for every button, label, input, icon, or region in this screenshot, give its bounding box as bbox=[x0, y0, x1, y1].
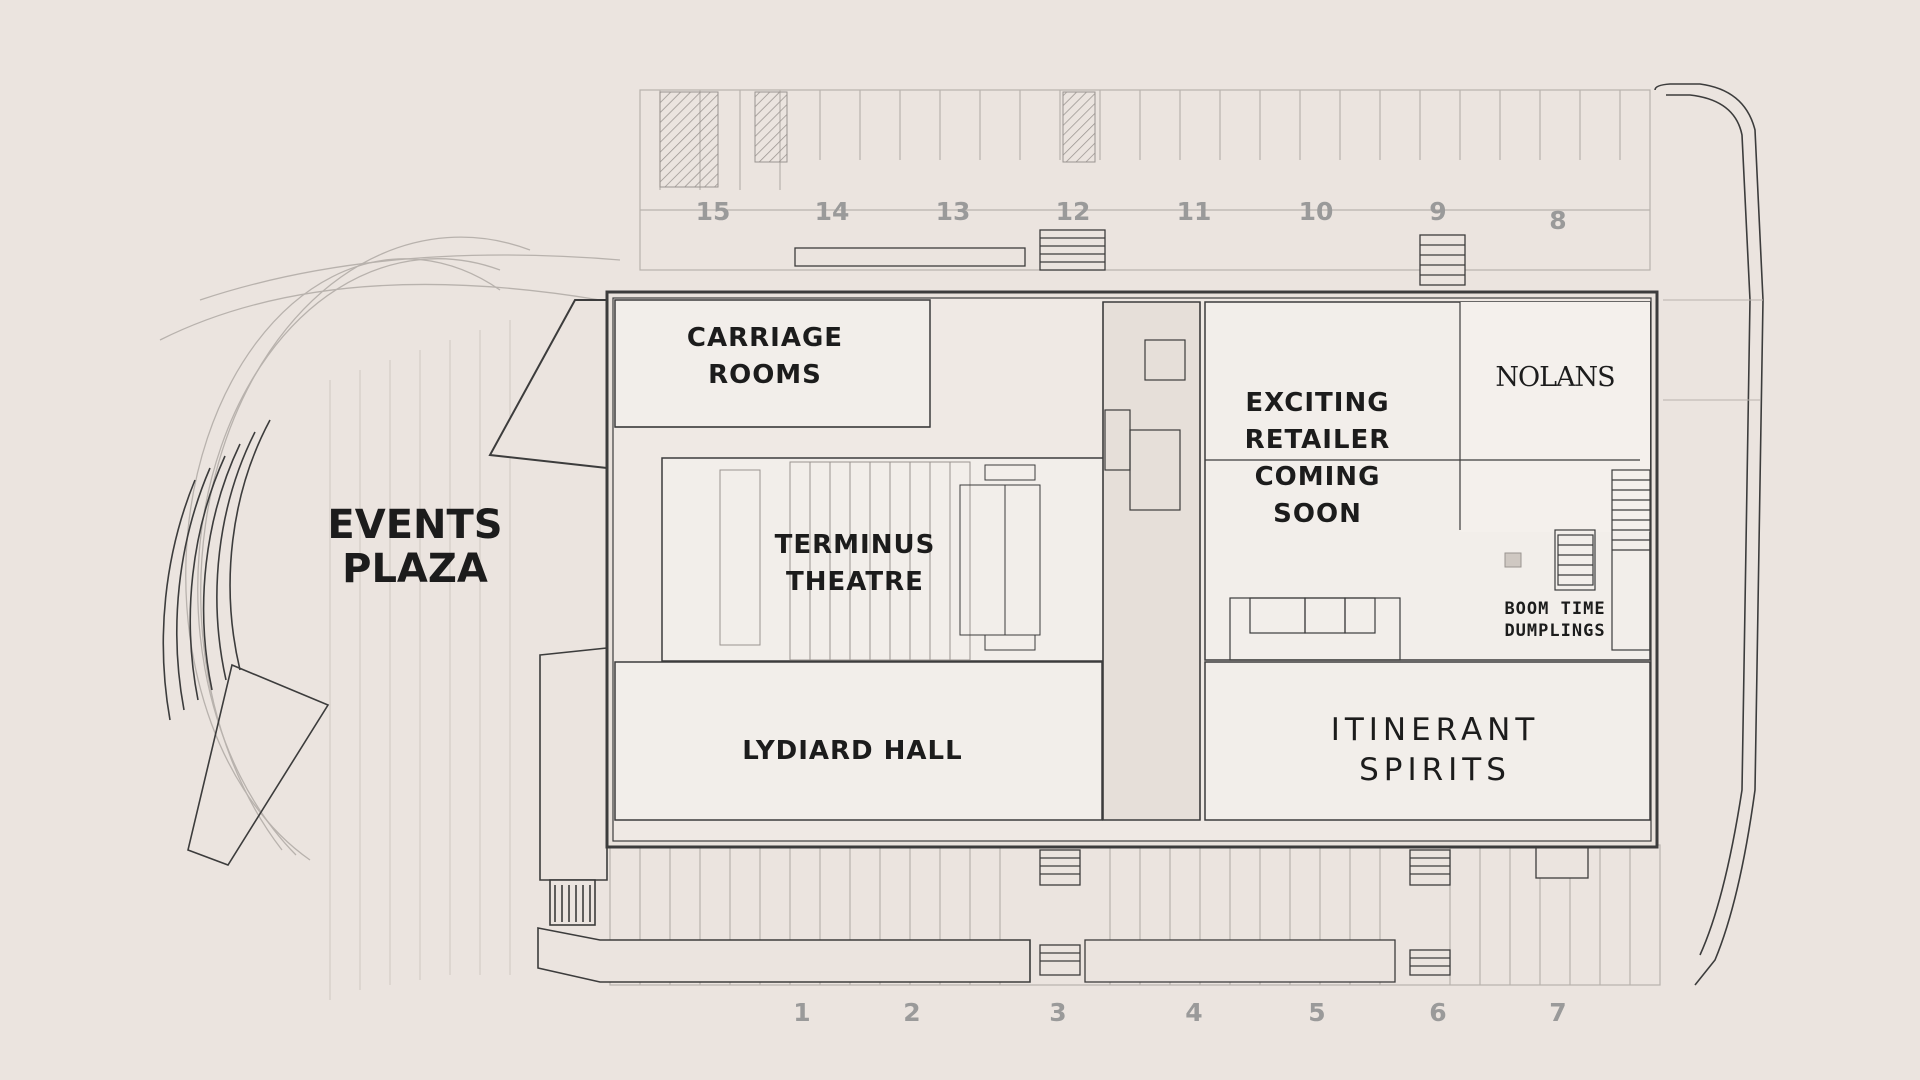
bay-number-6: 6 bbox=[1429, 998, 1447, 1027]
boom-time-dumplings-logo: BOOM TIME DUMPLINGS bbox=[1504, 599, 1606, 641]
amphitheatre-arcs bbox=[159, 236, 621, 861]
bay-number-14: 14 bbox=[814, 197, 850, 226]
bay-number-7: 7 bbox=[1549, 998, 1567, 1027]
nolans-area bbox=[1460, 302, 1650, 532]
amphitheatre-seating bbox=[162, 419, 330, 866]
lydiard-hall-area bbox=[614, 661, 1103, 821]
nolans-logo: NOLANS bbox=[1495, 362, 1615, 393]
top-stairs bbox=[794, 229, 1466, 286]
terminus-theatre-label: TERMINUS THEATRE bbox=[774, 530, 936, 597]
bottom-left-structure bbox=[537, 647, 1031, 983]
bay-number-9: 9 bbox=[1429, 197, 1447, 226]
itinerant-area bbox=[1204, 661, 1651, 821]
bay-number-12: 12 bbox=[1055, 197, 1091, 226]
bay-number-13: 13 bbox=[935, 197, 971, 226]
theatre-area bbox=[661, 457, 1105, 662]
bay-number-10: 10 bbox=[1298, 197, 1334, 226]
events-plaza-label: EVENTS PLAZA bbox=[327, 502, 503, 592]
bay-number-2: 2 bbox=[903, 998, 921, 1027]
building bbox=[605, 290, 1659, 849]
bay-number-11: 11 bbox=[1176, 197, 1212, 226]
carriage-rooms-area bbox=[614, 299, 931, 428]
bay-number-15: 15 bbox=[695, 197, 731, 226]
bay-number-3: 3 bbox=[1049, 998, 1067, 1027]
corridor bbox=[1102, 301, 1201, 821]
bay-number-5: 5 bbox=[1308, 998, 1326, 1027]
right-edge-lines bbox=[1663, 299, 1763, 401]
bay-number-8: 8 bbox=[1549, 206, 1567, 235]
theatre-seating bbox=[719, 461, 1041, 661]
plaza-lines bbox=[329, 320, 511, 1000]
bay-number-4: 4 bbox=[1185, 998, 1203, 1027]
carriage-rooms-label: CARRIAGE ROOMS bbox=[686, 323, 844, 390]
plaza-canopy bbox=[488, 299, 608, 470]
exciting-retailer-label: EXCITING RETAILER COMING SOON bbox=[1244, 388, 1391, 529]
top-parking bbox=[639, 89, 1651, 271]
itinerant-spirits-label: ITINERANT SPIRITS bbox=[1330, 712, 1540, 788]
right-driveway bbox=[1654, 83, 1764, 986]
bay-number-1: 1 bbox=[793, 998, 811, 1027]
bottom-stairs bbox=[1039, 839, 1589, 983]
lydiard-hall-label: LYDIARD HALL bbox=[742, 736, 963, 766]
hatched-bays bbox=[659, 91, 1096, 188]
